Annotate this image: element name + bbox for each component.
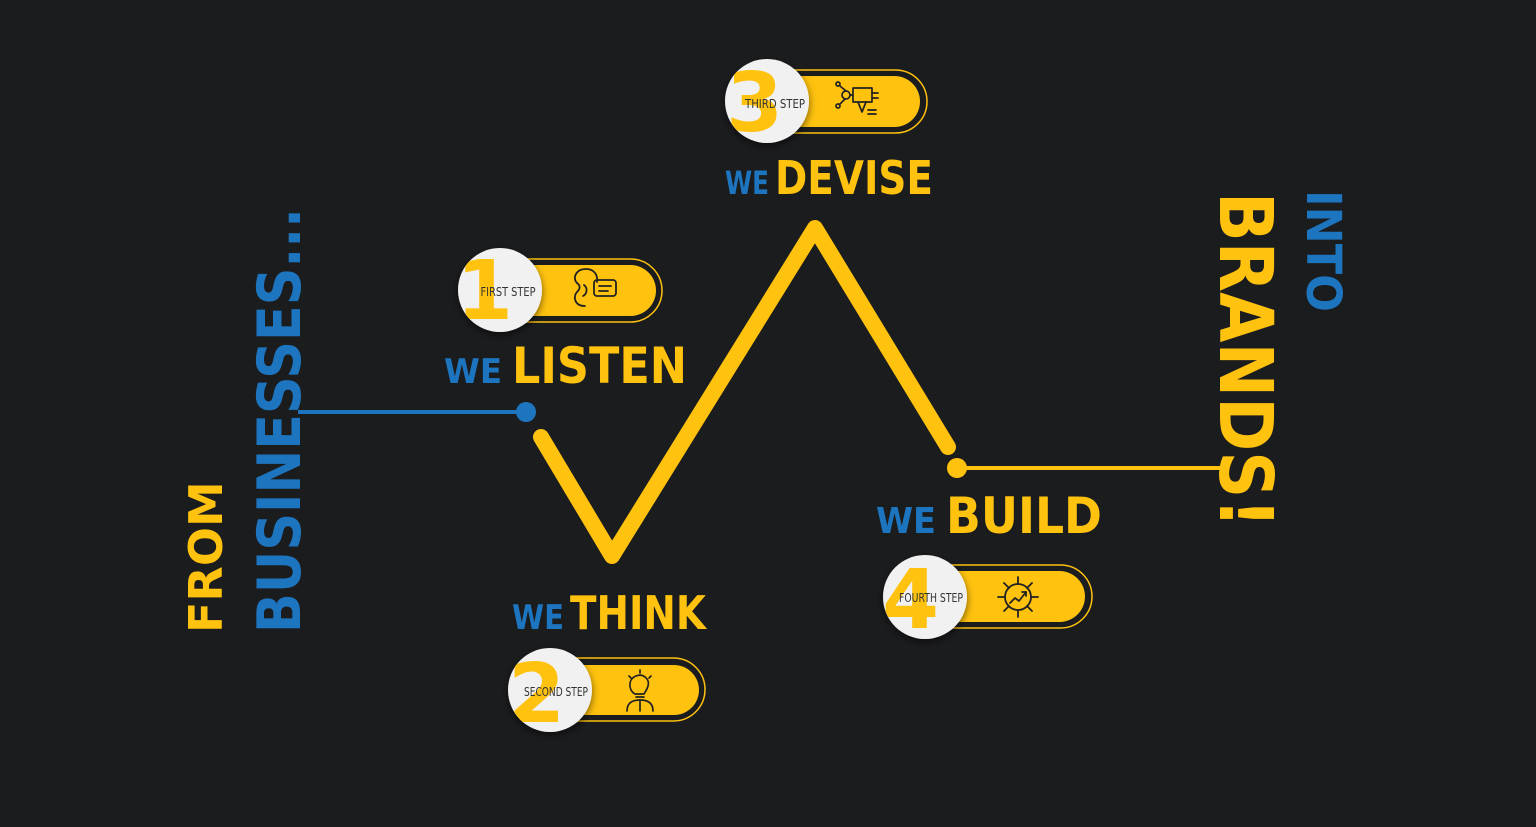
yellow-connector-dot	[947, 458, 967, 478]
step-4-badge: 4 FOURTH STEP	[883, 555, 1093, 639]
step-4-we: WE	[876, 501, 936, 542]
step-1-we: WE	[444, 352, 502, 392]
step-4-verb: BUILD	[946, 487, 1102, 545]
step-3-label: THIRD STEP	[744, 97, 805, 111]
step-2-verb: THINK	[570, 586, 708, 640]
blue-connector-dot	[516, 402, 536, 422]
circuit-pen-icon	[835, 81, 879, 115]
step-1-badge: 1 FIRST STEP	[458, 248, 663, 332]
step-1-verb: LISTEN	[512, 337, 687, 395]
into-text: INTO	[1295, 190, 1351, 312]
brands-text: BRANDS!	[1202, 192, 1288, 528]
from-text: FROM	[179, 481, 233, 633]
gear-growth-icon	[997, 576, 1039, 618]
step-2-circle	[508, 648, 592, 732]
businesses-text: BUSINESSES...	[245, 208, 315, 633]
step-4-circle	[883, 555, 967, 639]
ear-speech-icon	[573, 268, 617, 307]
step-3-badge: 3 THIRD STEP	[725, 59, 928, 143]
step-3-we: WE	[725, 164, 769, 202]
step-3-verb: DEVISE	[775, 151, 933, 205]
step-2-heading: WE THINK	[512, 586, 708, 640]
step-2-label: SECOND STEP	[524, 685, 588, 699]
step-1-label: FIRST STEP	[481, 285, 536, 299]
step-1-circle	[458, 248, 542, 332]
step-1-heading: WE LISTEN	[444, 337, 687, 395]
zigzag-path	[533, 220, 956, 564]
step-2-badge: 2 SECOND STEP	[508, 648, 706, 732]
step-4-label: FOURTH STEP	[899, 591, 963, 605]
step-3-heading: WE DEVISE	[725, 151, 933, 205]
step-3-circle	[725, 59, 809, 143]
step-4-heading: WE BUILD	[876, 487, 1102, 545]
lightbulb-person-icon	[626, 669, 654, 712]
step-2-we: WE	[512, 598, 564, 638]
